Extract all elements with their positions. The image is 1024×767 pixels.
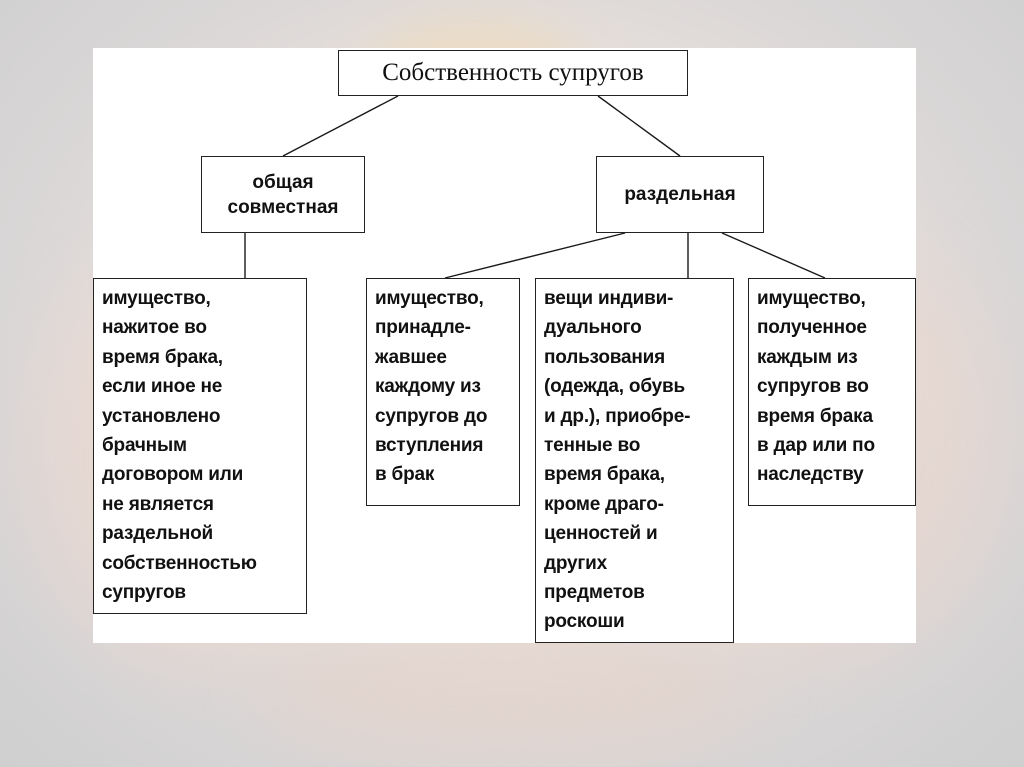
leaf-personal-use-items: вещи индиви- дуального пользования (одеж… <box>535 278 734 643</box>
background-palms <box>260 620 760 760</box>
leaf-joint-property: имущество, нажитое во время брака, если … <box>93 278 307 614</box>
category-joint-ownership: общая совместная <box>201 156 365 233</box>
diagram-title: Собственность супругов <box>338 50 688 96</box>
connector-title-to-separate <box>597 95 681 157</box>
connector-title-to-joint <box>282 95 399 157</box>
leaf-premarital-property: имущество, принадле- жавшее каждому из с… <box>366 278 520 506</box>
category-joint-label: общая совместная <box>227 171 339 218</box>
connector-separate-to-premarital <box>444 232 626 279</box>
connector-separate-to-gift <box>721 232 826 279</box>
category-separate-ownership: раздельная <box>596 156 764 233</box>
category-separate-label: раздельная <box>624 184 736 205</box>
leaf-gift-inheritance: имущество, полученное каждым из супругов… <box>748 278 916 506</box>
